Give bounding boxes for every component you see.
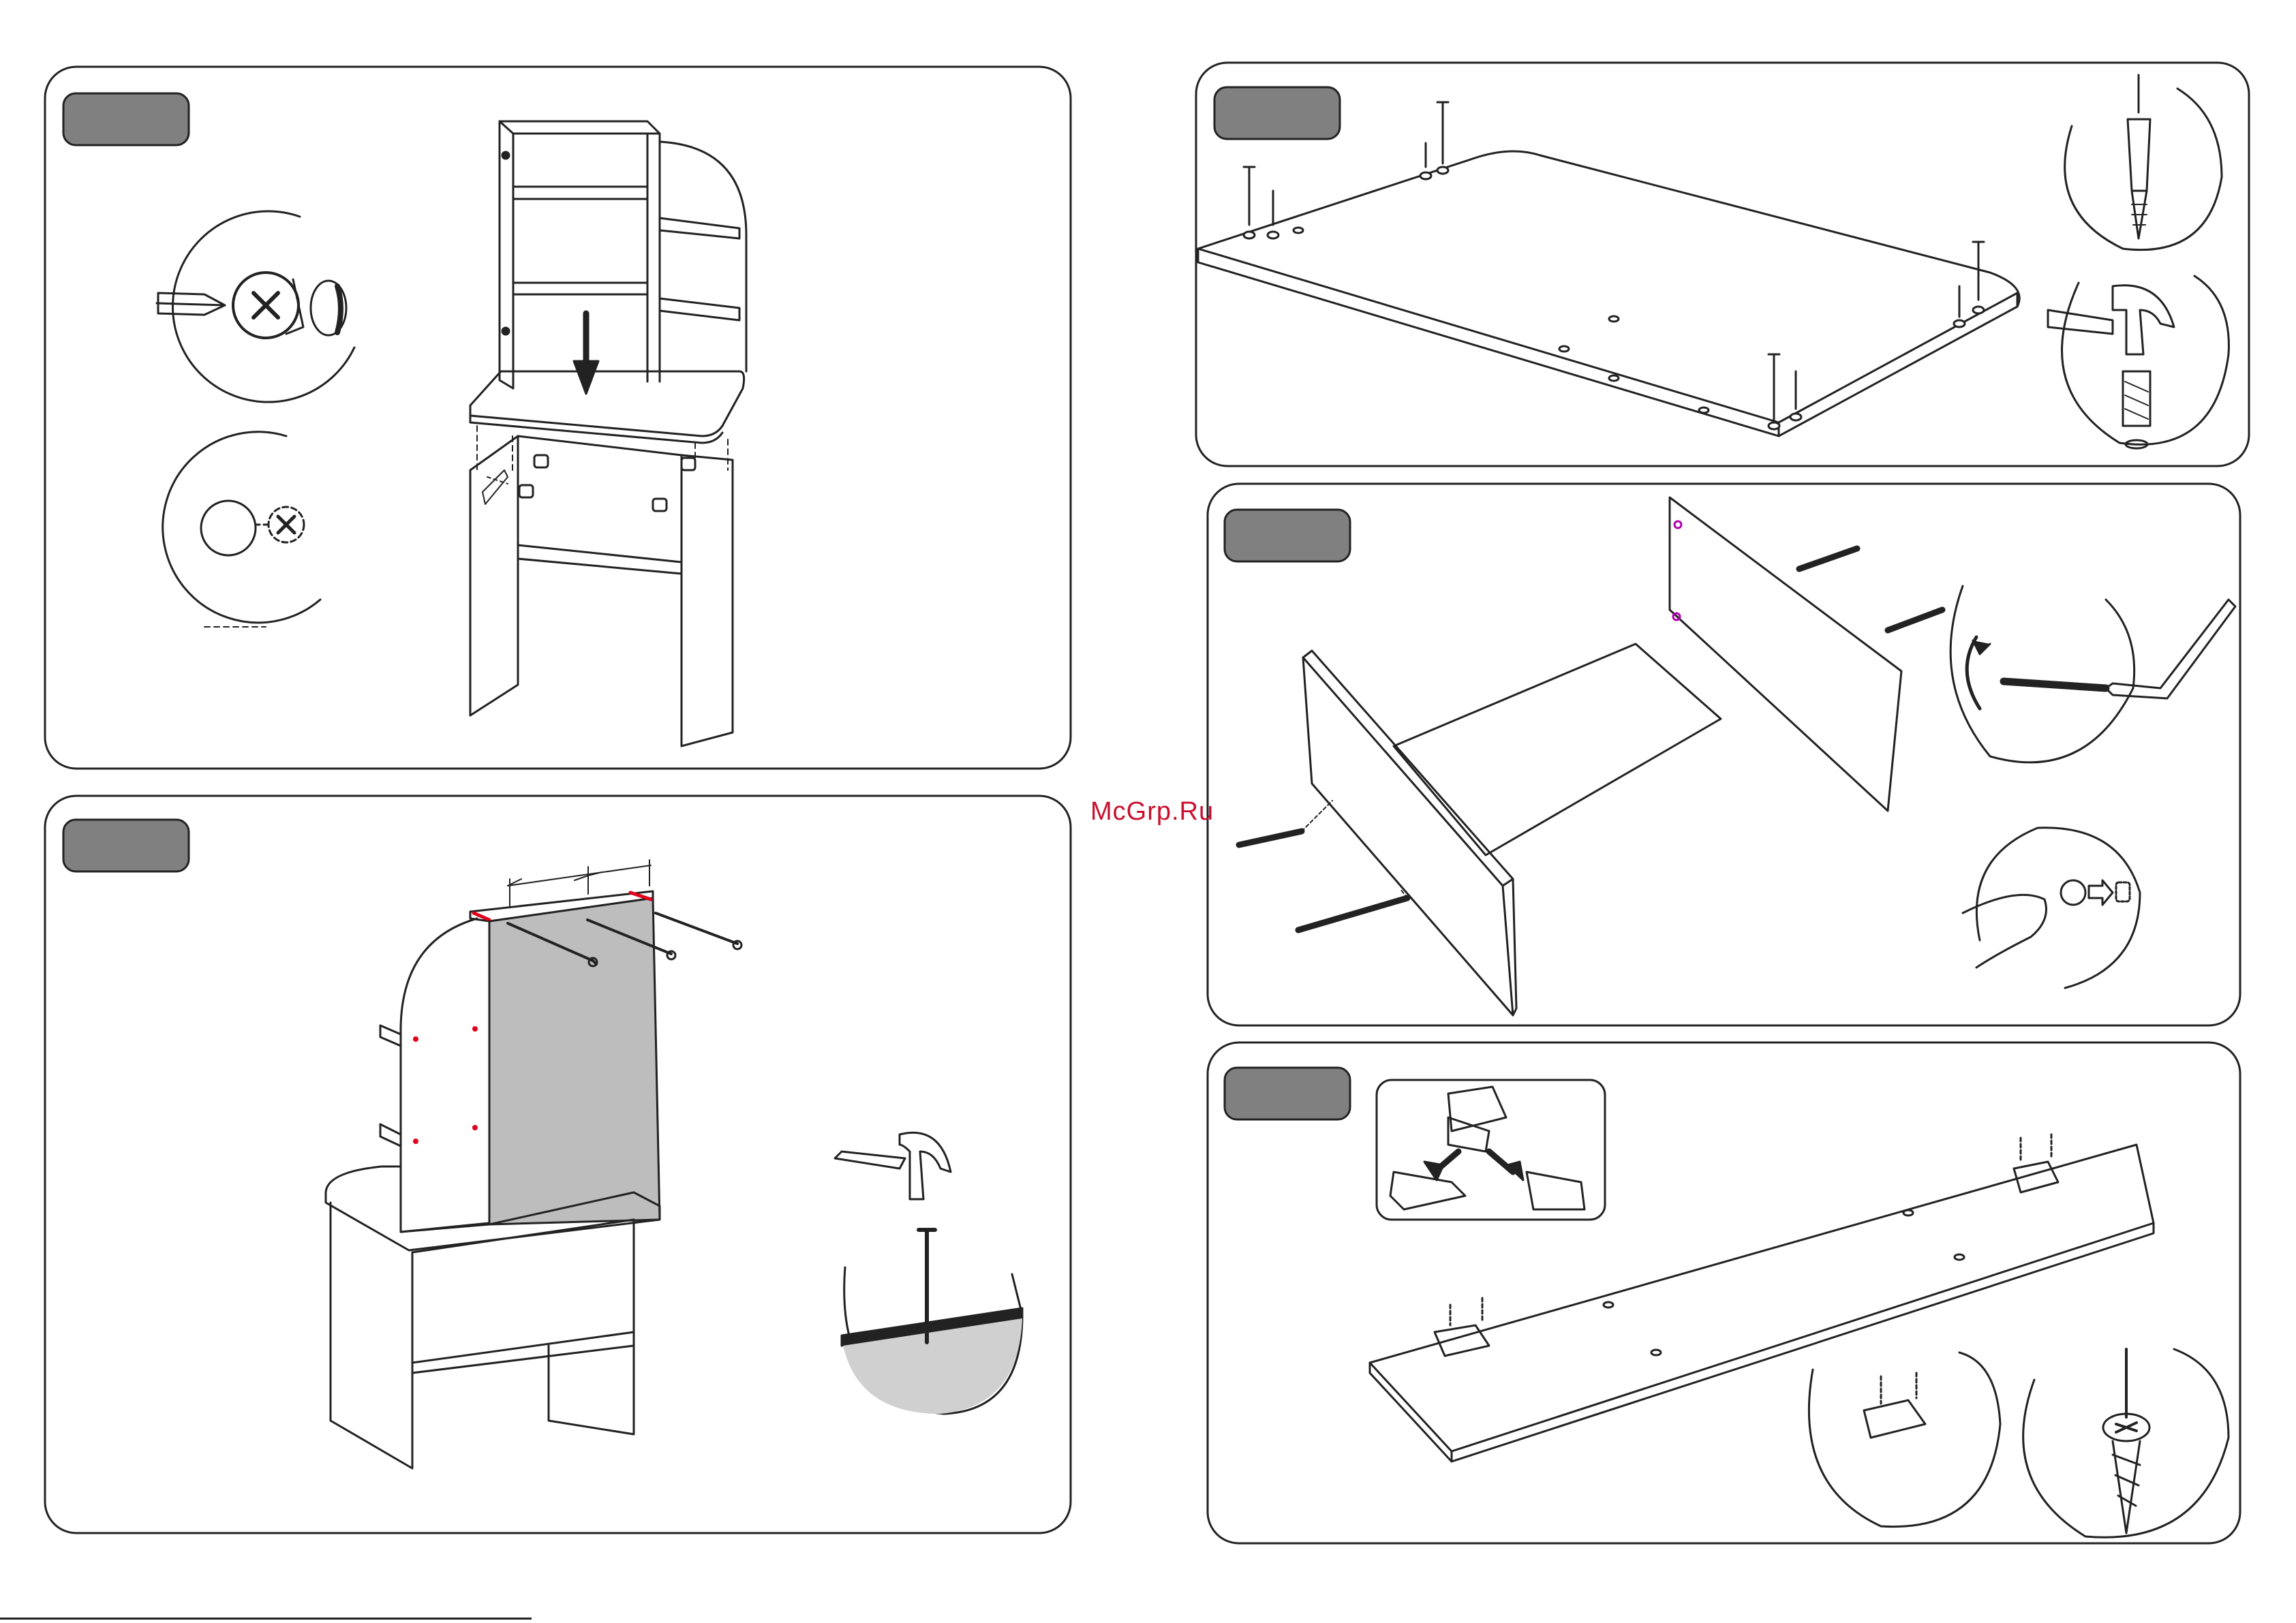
panel-step-b: [45, 796, 1071, 1533]
watermark-text: McGrp.Ru: [1090, 797, 1214, 826]
nail-detail: [842, 1230, 1022, 1414]
door-board: [1370, 1145, 2154, 1451]
mirror-panel: [489, 898, 660, 1224]
vanity-base: [470, 436, 733, 746]
screw-closeup: [2023, 1349, 2229, 1537]
panel-frame: [1208, 484, 2240, 1025]
step-tab: [1214, 87, 1340, 139]
cover-cap-detail: [1963, 828, 2140, 988]
hammer-dowel-detail: [2048, 276, 2229, 448]
cam-lock-detail: [157, 208, 354, 402]
hammer-icon: [835, 1132, 951, 1199]
panel-step-d: [1208, 484, 2240, 1025]
dowel-detail: [163, 432, 320, 627]
table-top-board: [1198, 151, 2019, 436]
panel-frame: [1208, 1042, 2240, 1543]
panel-step-a: [45, 67, 1071, 769]
screw-detail: [2065, 75, 2222, 250]
hinge-icon: [1390, 1087, 1585, 1209]
top-shelf-unit: [470, 121, 746, 470]
step-tab: [63, 820, 189, 871]
step-tab: [1225, 1068, 1350, 1119]
hinge-detail: [1809, 1352, 2000, 1527]
allen-key-detail: [1950, 586, 2235, 762]
panel-step-c: [1196, 63, 2249, 466]
footer-rule: [0, 1618, 532, 1620]
step-tab: [1225, 510, 1350, 561]
panel-step-e: [1208, 1042, 2240, 1543]
step-tab: [63, 93, 189, 145]
panel-frame: [45, 67, 1071, 769]
